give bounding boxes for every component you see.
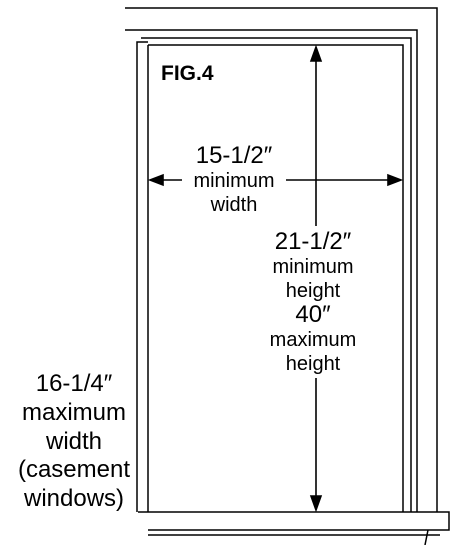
height-label: 21-1/2″ minimum height 40″ maximum heigh… (254, 226, 372, 378)
left-frame-line (136, 41, 148, 512)
arrow-right-head (387, 173, 404, 187)
min-height-value: 21-1/2″ (274, 228, 352, 255)
max-height-line2: height (285, 353, 341, 375)
max-height-line1: maximum (269, 329, 357, 351)
min-width-label: 15-1/2″ minimum width (182, 144, 286, 215)
window-sill (138, 511, 450, 531)
casement-width-label: 16-1/4″ maximum width (casement windows) (0, 370, 148, 514)
min-height-line1: minimum (272, 256, 354, 278)
casement-line1: maximum (21, 398, 126, 426)
inner-frame-line-inner (148, 44, 404, 512)
arrow-top-head (309, 44, 323, 62)
casement-line2: width (45, 427, 103, 455)
min-width-line1: minimum (193, 170, 275, 192)
min-width-value: 15-1/2″ (195, 142, 273, 169)
casement-width-value: 16-1/4″ (35, 370, 113, 397)
sill-edge-line (424, 529, 429, 546)
max-height-value: 40″ (295, 301, 331, 328)
outer-frame-line (125, 7, 438, 512)
figure-title: FIG.4 (161, 62, 214, 85)
arrow-bottom-head (309, 495, 323, 513)
inner-frame-line-outer (141, 37, 412, 512)
min-height-line2: height (285, 280, 341, 302)
min-width-line2: width (210, 194, 258, 216)
middle-frame-line (125, 29, 418, 512)
casement-line4: windows) (23, 485, 125, 513)
casement-line3: (casement (17, 456, 131, 484)
arrow-left-head (147, 173, 164, 187)
